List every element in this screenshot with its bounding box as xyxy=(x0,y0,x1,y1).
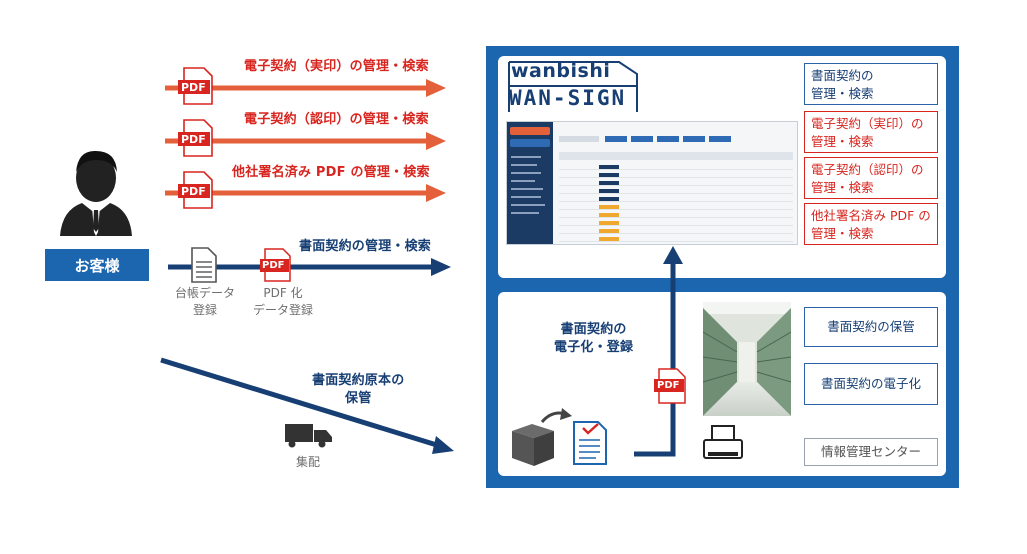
ledger-line2: 登録 xyxy=(192,303,217,317)
label-original-storage-line2: 保管 xyxy=(345,391,372,406)
logo-wansign: WAN-SIGN xyxy=(509,86,627,110)
screen-row xyxy=(559,188,793,194)
label-other-signed-pdf: 他社署名済み PDF の管理・検索 xyxy=(232,165,430,180)
tag-jitsuin-line2: 管理・検索 xyxy=(811,134,874,149)
scanner-icon xyxy=(703,425,743,459)
pdf-icon-3: PDF xyxy=(178,170,218,210)
truck-icon xyxy=(285,424,332,448)
ledger-registration-label: 台帳データ 登録 xyxy=(170,285,240,319)
tag-other-line1: 他社署名済み PDF の xyxy=(811,208,931,223)
pdf-line1: PDF 化 xyxy=(263,286,303,300)
screen-new-button xyxy=(510,127,550,135)
pdf-icon-1: PDF xyxy=(178,66,218,106)
pdf-badge-text: PDF xyxy=(181,81,206,94)
tag-ninin-line2: 管理・検索 xyxy=(811,180,874,195)
paper-contract-arrow xyxy=(168,258,451,276)
tag-paper-contract: 書面契約の 管理・検索 xyxy=(804,63,938,105)
ledger-doc-icon xyxy=(191,247,217,283)
screen-sidebar xyxy=(507,122,553,244)
ledger-line1: 台帳データ xyxy=(174,286,235,300)
screen-row xyxy=(559,212,793,218)
original-storage-arrow xyxy=(160,357,454,454)
tag-electronic-ninin: 電子契約（認印）の 管理・検索 xyxy=(804,157,938,199)
label-digitize: 書面契約の 電子化・登録 xyxy=(554,321,633,357)
wansign-screen-preview xyxy=(506,121,798,245)
tag-paper-line1: 書面契約の xyxy=(811,68,874,83)
logo-wanbishi: wanbishi xyxy=(511,60,611,82)
pdf-registration-label: PDF 化 データ登録 xyxy=(245,285,321,319)
tag-electronic-jitsuin: 電子契約（実印）の 管理・検索 xyxy=(804,111,938,153)
label-digitize-line1: 書面契約の xyxy=(560,322,627,337)
label-electronic-jitsuin: 電子契約（実印）の管理・検索 xyxy=(244,59,429,74)
customer-icon xyxy=(60,150,132,236)
screen-row xyxy=(559,236,793,242)
customer-label: お客様 xyxy=(45,249,149,281)
screen-row xyxy=(559,172,793,178)
delivery-label: 集配 xyxy=(295,455,320,469)
tag-ninin-line1: 電子契約（認印）の xyxy=(811,162,924,177)
tag-contract-storage: 書面契約の保管 xyxy=(804,307,938,347)
tag-other-line2: 管理・検索 xyxy=(811,226,874,241)
wansign-logo: wanbishi WAN-SIGN xyxy=(507,60,645,114)
pdf-line2: データ登録 xyxy=(252,303,313,317)
pdf-badge-text: PDF xyxy=(657,380,680,391)
tag-jitsuin-line1: 電子契約（実印）の xyxy=(811,116,924,131)
electronic-jitsuin-arrow xyxy=(165,79,446,97)
screen-row xyxy=(559,196,793,202)
pdf-badge-text: PDF xyxy=(262,260,285,271)
screen-table-header xyxy=(559,152,793,160)
screen-register-button xyxy=(510,139,550,147)
pdf-icon-4: PDF xyxy=(260,247,296,283)
tag-other-signed-pdf: 他社署名済み PDF の 管理・検索 xyxy=(804,203,938,245)
label-original-storage: 書面契約原本の 保管 xyxy=(312,372,404,408)
box-icon xyxy=(512,408,572,466)
other-signed-pdf-arrow xyxy=(165,184,446,202)
checked-document-icon xyxy=(573,421,607,465)
archive-shelf-photo xyxy=(703,302,791,416)
screen-toolbar xyxy=(559,136,793,144)
screen-row xyxy=(559,228,793,234)
tag-paper-line2: 管理・検索 xyxy=(811,86,874,101)
tag-contract-digitize: 書面契約の電子化 xyxy=(804,363,938,405)
screen-row xyxy=(559,164,793,170)
electronic-ninin-arrow xyxy=(165,132,446,150)
label-digitize-line2: 電子化・登録 xyxy=(554,340,634,355)
label-paper-contract: 書面契約の管理・検索 xyxy=(299,239,432,254)
tag-info-center: 情報管理センター xyxy=(804,438,938,466)
screen-row xyxy=(559,180,793,186)
pdf-icon-5: PDF xyxy=(654,367,690,405)
digitize-arrow xyxy=(634,246,683,457)
label-electronic-ninin: 電子契約（認印）の管理・検索 xyxy=(244,112,429,127)
pdf-icon-2: PDF xyxy=(178,118,218,158)
pdf-badge-text: PDF xyxy=(181,185,206,198)
pdf-badge-text: PDF xyxy=(181,133,206,146)
screen-row xyxy=(559,204,793,210)
screen-row xyxy=(559,220,793,226)
label-original-storage-line1: 書面契約原本の xyxy=(312,373,405,388)
